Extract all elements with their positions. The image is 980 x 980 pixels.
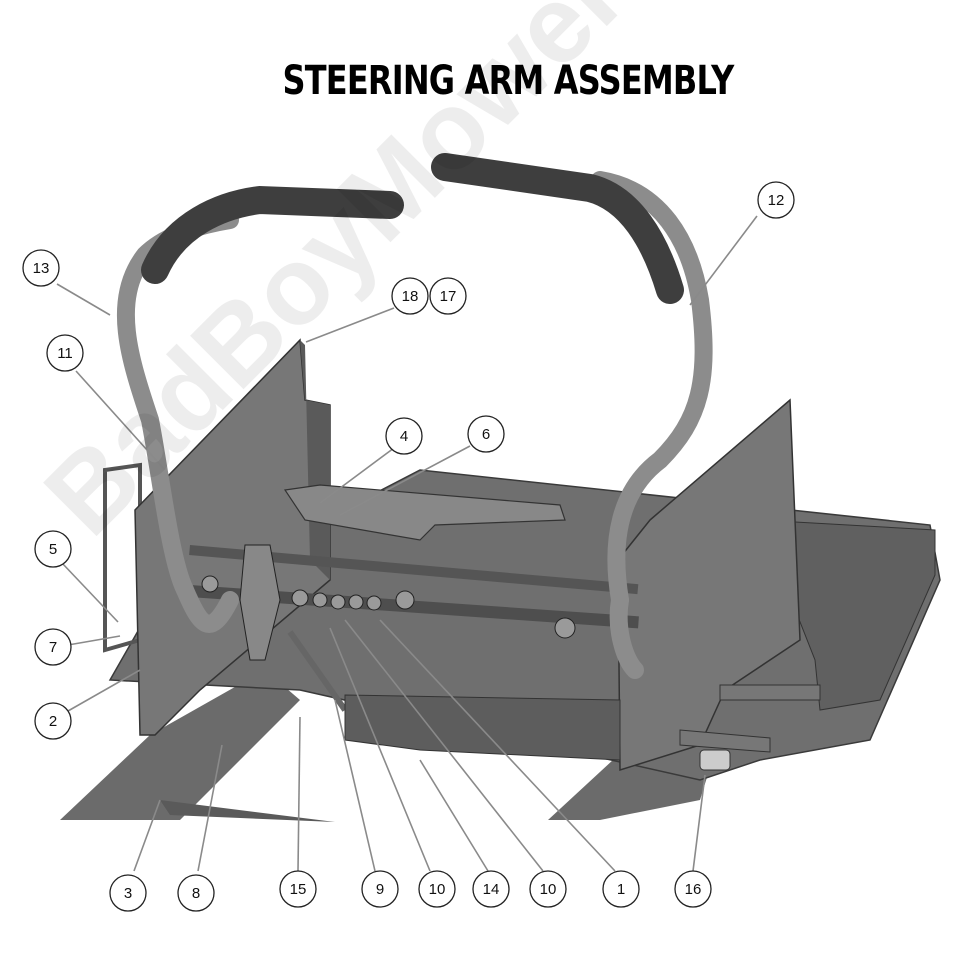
lower-mount-bracket [344, 694, 621, 761]
callout-11: 11 [46, 334, 84, 372]
linkage-rod [287, 630, 348, 712]
svg-text:18: 18 [402, 288, 419, 305]
callout-10-right: 10 [529, 870, 567, 908]
left-front-plate [60, 670, 300, 820]
svg-text:17: 17 [440, 288, 457, 305]
svg-text:14: 14 [483, 881, 500, 898]
svg-text:12: 12 [768, 192, 785, 209]
svg-text:13: 13 [33, 260, 50, 277]
callout-5: 5 [34, 530, 72, 568]
left-frame-bracket [103, 462, 142, 653]
svg-text:11: 11 [57, 345, 73, 362]
callout-10-left: 10 [418, 870, 456, 908]
right-steering-arm-tube [591, 171, 713, 609]
svg-text:10: 10 [540, 881, 557, 898]
svg-text:2: 2 [49, 713, 57, 730]
leader-lines [56, 215, 758, 872]
callout-3: 3 [109, 874, 147, 912]
svg-text:5: 5 [49, 541, 57, 558]
svg-text:8: 8 [192, 885, 200, 902]
chassis-right-rail [759, 519, 936, 711]
left-steering-grip [141, 185, 404, 284]
callout-7: 7 [34, 628, 72, 666]
svg-text:7: 7 [49, 639, 57, 656]
right-tab-lower [679, 729, 771, 753]
callout-13: 13 [22, 249, 60, 287]
svg-text:10: 10 [429, 881, 446, 898]
callout-1: 1 [602, 870, 640, 908]
right-steering-grip [431, 153, 684, 304]
svg-text:16: 16 [685, 881, 702, 898]
svg-text:15: 15 [290, 881, 307, 898]
callout-18: 18 [391, 277, 429, 315]
svg-text:6: 6 [482, 426, 490, 443]
svg-text:1: 1 [617, 881, 625, 898]
svg-text:3: 3 [124, 885, 132, 902]
callout-6: 6 [467, 415, 505, 453]
left-pivot-arm [239, 544, 281, 661]
diagram-title: STEERING ARM ASSEMBLY [282, 58, 734, 104]
callout-16: 16 [674, 870, 712, 908]
callout-2: 2 [34, 702, 72, 740]
upper-cross-shaft [189, 545, 639, 595]
callout-8: 8 [177, 874, 215, 912]
right-steering-arm-lower [609, 591, 644, 679]
callout-4: 4 [385, 417, 423, 455]
callout-12: 12 [757, 181, 795, 219]
left-lower-blade [160, 800, 335, 822]
callout-17: 17 [429, 277, 467, 315]
callout-9: 9 [361, 870, 399, 908]
right-pin [699, 749, 731, 771]
callout-14: 14 [472, 870, 510, 908]
callouts: 13 11 12 18 17 4 6 5 7 2 3 8 15 9 10 14 … [22, 181, 795, 912]
top-cross-bracket [283, 484, 566, 541]
svg-text:4: 4 [400, 428, 408, 445]
callout-15: 15 [279, 870, 317, 908]
svg-text:9: 9 [376, 881, 384, 898]
left-steering-arm-lower [176, 581, 239, 633]
right-tab-upper [719, 684, 821, 701]
